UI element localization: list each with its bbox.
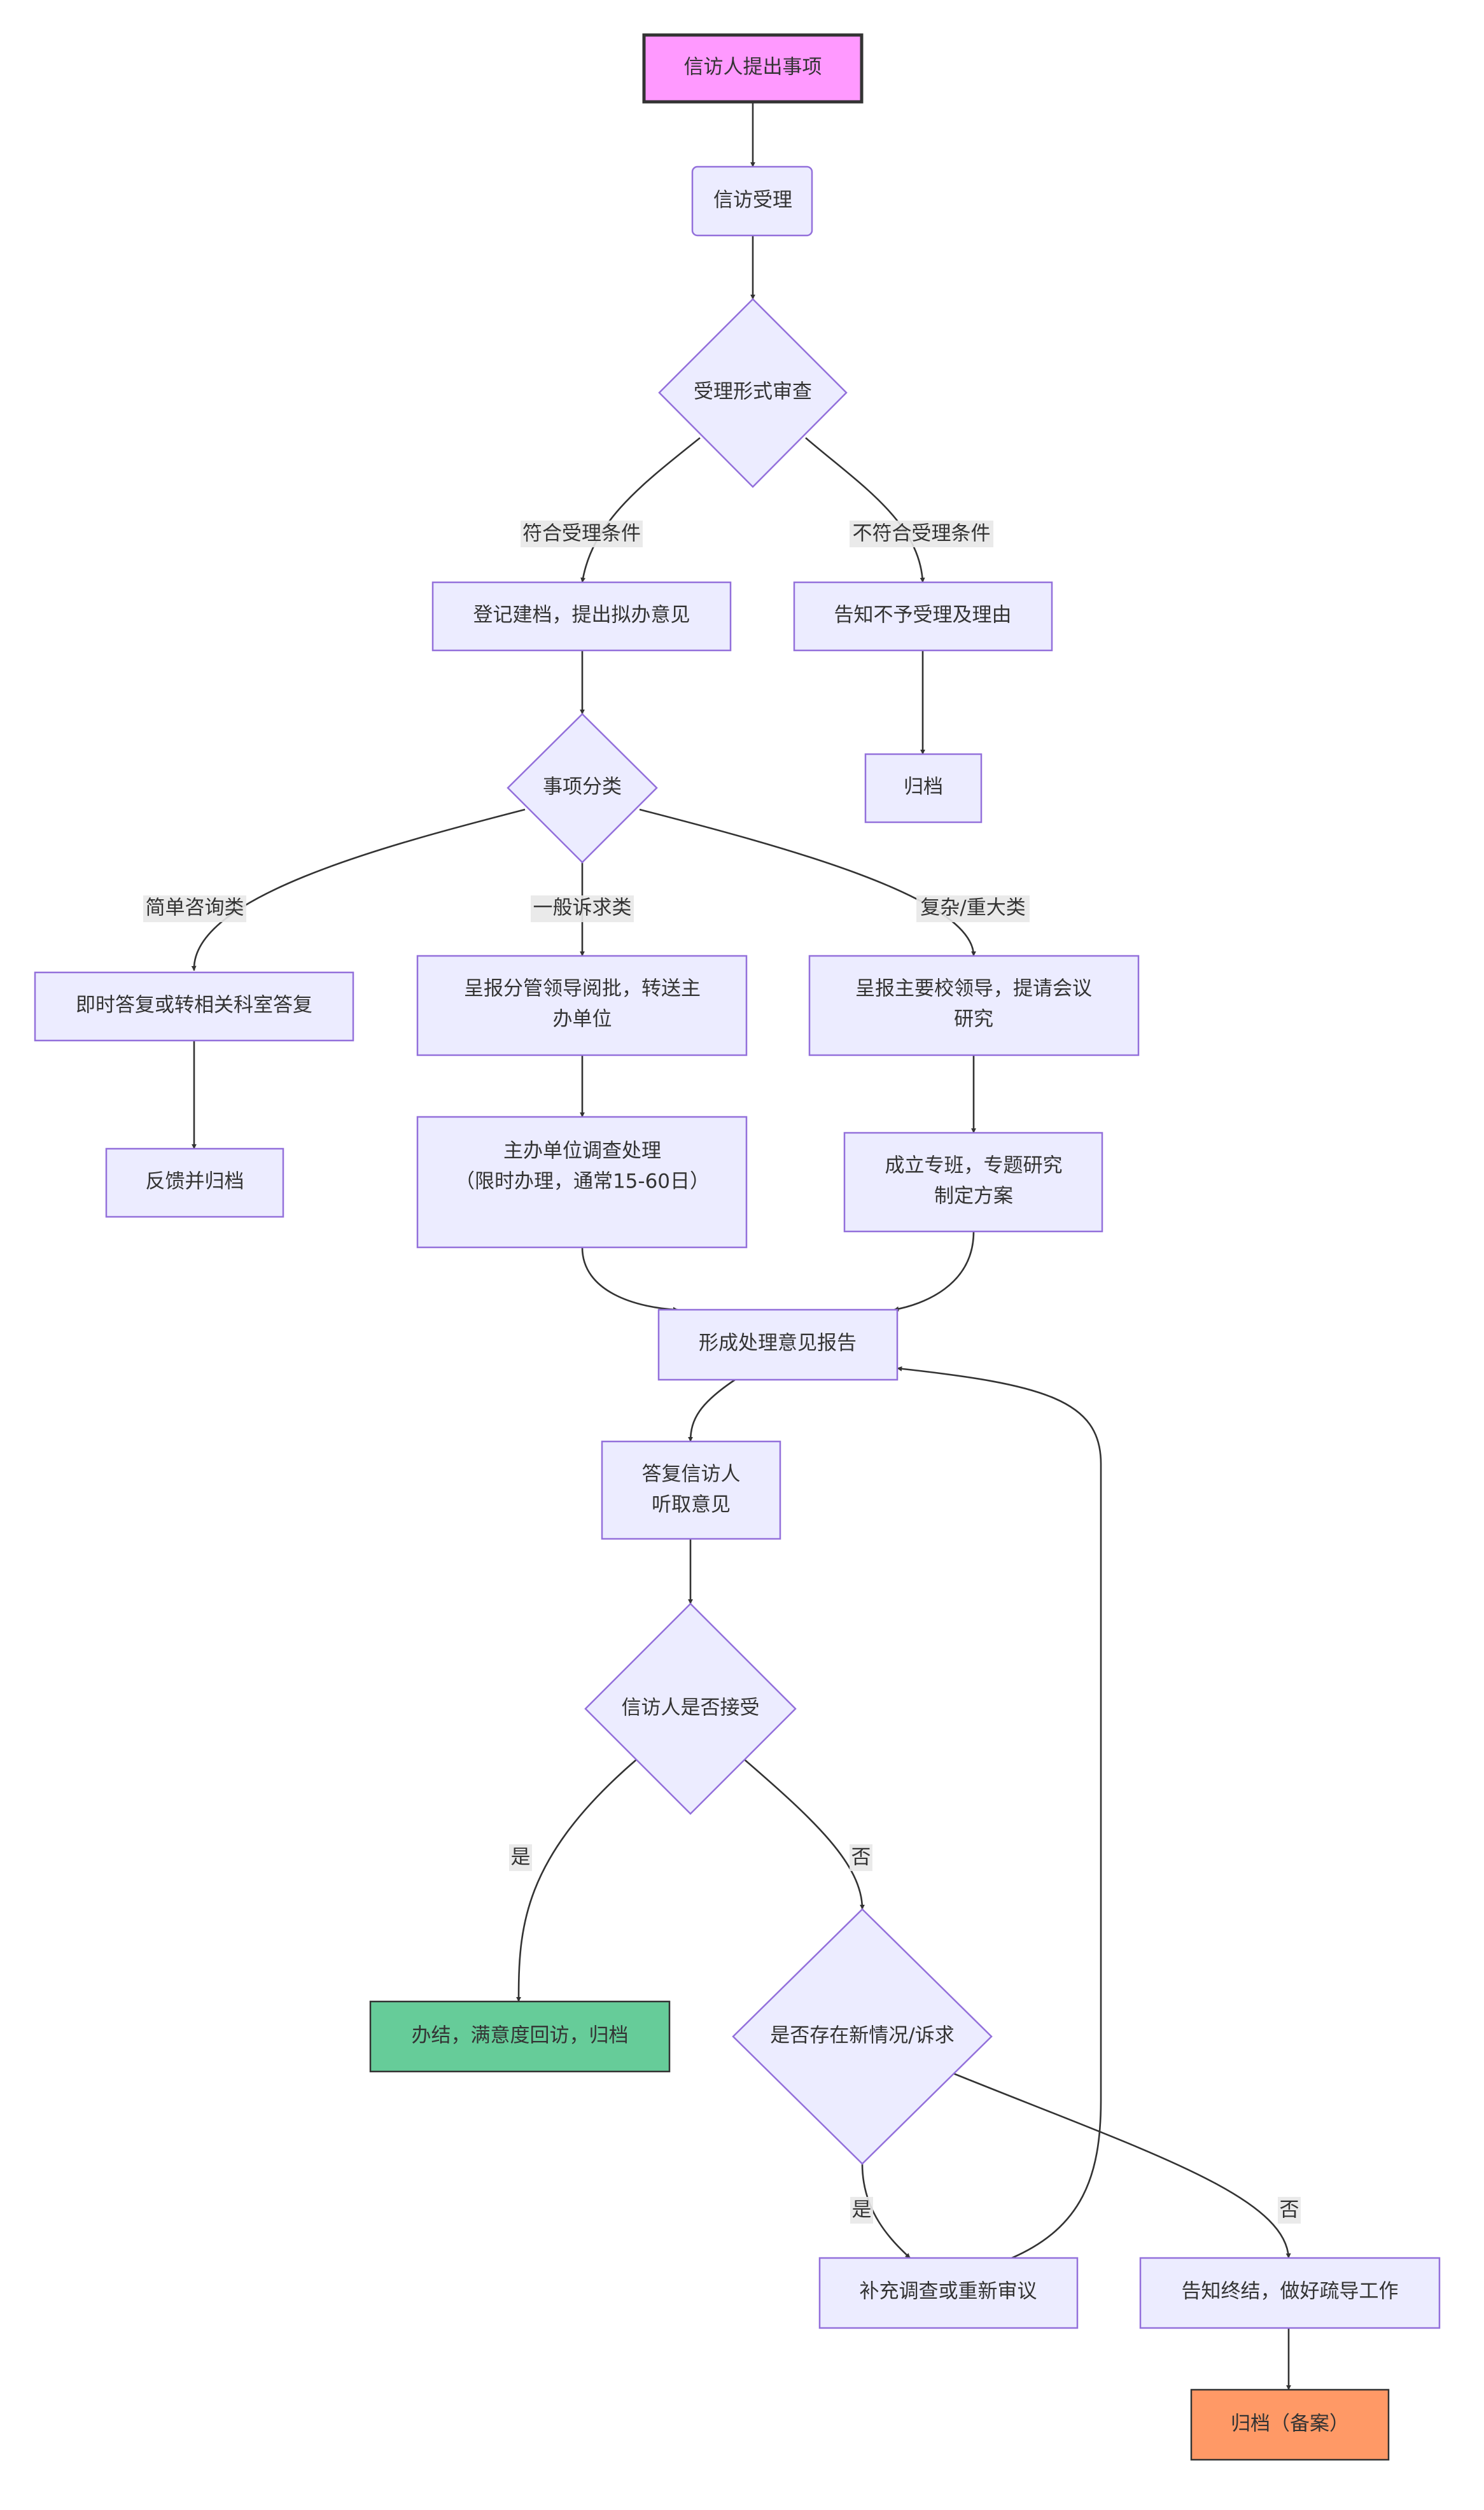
node-done: 办结，满意度回访，归档 bbox=[369, 2000, 671, 2073]
node-handle-line2: （限时办理，通常15-60日） bbox=[455, 1170, 710, 1193]
label-complex-text: 复杂/重大类 bbox=[920, 897, 1025, 920]
node-new-situation-label: 是否存在新情况/诉求 bbox=[770, 2024, 954, 2047]
node-accepted-label: 信访人是否接受 bbox=[622, 1697, 760, 1720]
label-general-text: 一般诉求类 bbox=[533, 897, 632, 920]
node-handle-line1: 主办单位调查处理 bbox=[503, 1140, 661, 1163]
node-register-label: 登记建档，提出拟办意见 bbox=[473, 604, 690, 627]
node-answer-line2: 听取意见 bbox=[652, 1494, 731, 1517]
node-report-major: 呈报主要校领导，提请会议 研究 bbox=[808, 955, 1140, 1056]
node-review-label: 受理形式审查 bbox=[694, 381, 812, 403]
edge-accepted-done bbox=[516, 1759, 637, 2002]
node-report-label: 形成处理意见报告 bbox=[699, 1332, 857, 1355]
node-reinvestigate: 补充调查或重新审议 bbox=[818, 2257, 1079, 2329]
node-done-label: 办结，满意度回访，归档 bbox=[412, 2024, 629, 2047]
edge-new-terminate bbox=[953, 2072, 1291, 2259]
node-answer: 答复信访人 听取意见 bbox=[601, 1440, 781, 1540]
label-no1-text: 否 bbox=[851, 1846, 871, 1869]
edge-new-reinvestigate bbox=[861, 2163, 911, 2259]
label-complex: 复杂/重大类 bbox=[916, 895, 1030, 922]
node-archive1-label: 归档 bbox=[904, 776, 943, 799]
label-no2: 否 bbox=[1278, 2197, 1301, 2224]
node-submit-label: 信访人提出事项 bbox=[684, 56, 822, 79]
label-no2-text: 否 bbox=[1280, 2199, 1299, 2222]
node-feedback: 反馈并归档 bbox=[105, 1147, 284, 1218]
label-yes1: 是 bbox=[509, 1844, 532, 1871]
edges bbox=[191, 102, 1291, 2390]
node-final-archive: 归档（备案） bbox=[1190, 2388, 1390, 2461]
node-terminate: 告知终结，做好疏导工作 bbox=[1139, 2257, 1441, 2329]
node-report: 形成处理意见报告 bbox=[657, 1308, 899, 1381]
label-eligible-text: 符合受理条件 bbox=[522, 522, 641, 545]
node-reply-now-label: 即时答复或转相关科室答复 bbox=[76, 994, 312, 1017]
node-reject-label: 告知不予受理及理由 bbox=[834, 604, 1012, 627]
label-yes2: 是 bbox=[850, 2197, 873, 2224]
label-eligible: 符合受理条件 bbox=[521, 521, 643, 547]
node-report-major-line2: 研究 bbox=[954, 1008, 993, 1031]
edge-classify-simple bbox=[191, 808, 526, 971]
node-handle: 主办单位调查处理 （限时办理，通常15-60日） bbox=[416, 1116, 748, 1249]
edge-handle-report bbox=[581, 1247, 678, 1312]
label-ineligible: 不符合受理条件 bbox=[850, 521, 993, 547]
node-report-lead: 呈报分管领导阅批，转送主 办单位 bbox=[416, 955, 748, 1056]
node-reject: 告知不予受理及理由 bbox=[793, 581, 1053, 652]
label-simple-text: 简单咨询类 bbox=[146, 897, 244, 920]
node-terminate-label: 告知终结，做好疏导工作 bbox=[1182, 2280, 1399, 2303]
label-yes1-text: 是 bbox=[511, 1846, 531, 1869]
edge-reinvestigate-report bbox=[897, 1366, 1102, 2259]
node-classify-label: 事项分类 bbox=[543, 776, 622, 799]
node-report-major-line1: 呈报主要校领导，提请会议 bbox=[855, 978, 1092, 1000]
label-ineligible-text: 不符合受理条件 bbox=[853, 522, 991, 545]
node-answer-line1: 答复信访人 bbox=[642, 1463, 741, 1486]
edge-review-register bbox=[580, 437, 701, 583]
node-archive1: 归档 bbox=[864, 753, 983, 824]
node-classify: 事项分类 bbox=[507, 713, 658, 864]
node-submit: 信访人提出事项 bbox=[642, 33, 864, 104]
label-general: 一般诉求类 bbox=[531, 895, 634, 922]
node-team: 成立专班，专题研究 制定方案 bbox=[843, 1132, 1103, 1233]
label-yes2-text: 是 bbox=[852, 2199, 872, 2222]
node-reinvestigate-label: 补充调查或重新审议 bbox=[860, 2280, 1037, 2303]
node-register: 登记建档，提出拟办意见 bbox=[431, 581, 732, 652]
node-feedback-label: 反馈并归档 bbox=[146, 1170, 244, 1193]
node-report-lead-line1: 呈报分管领导阅批，转送主 bbox=[464, 978, 701, 1000]
edge-classify-complex bbox=[639, 808, 976, 957]
node-new-situation: 是否存在新情况/诉求 bbox=[732, 1908, 993, 2165]
node-accept: 信访受理 bbox=[691, 165, 813, 237]
edge-team-report bbox=[893, 1231, 975, 1312]
edge-review-reject bbox=[805, 437, 925, 583]
node-team-line2: 制定方案 bbox=[934, 1185, 1013, 1208]
node-final-archive-label: 归档（备案） bbox=[1231, 2413, 1349, 2436]
node-team-line1: 成立专班，专题研究 bbox=[885, 1154, 1063, 1177]
edge-accepted-new bbox=[744, 1759, 865, 1910]
label-no1: 否 bbox=[850, 1844, 872, 1871]
node-reply-now: 即时答复或转相关科室答复 bbox=[34, 971, 354, 1042]
node-accept-label: 信访受理 bbox=[713, 189, 792, 212]
node-accepted: 信访人是否接受 bbox=[584, 1602, 797, 1815]
node-review: 受理形式审查 bbox=[658, 298, 848, 488]
node-report-lead-line2: 办单位 bbox=[553, 1008, 612, 1031]
label-simple: 简单咨询类 bbox=[143, 895, 246, 922]
edge-report-answer bbox=[688, 1378, 736, 1442]
